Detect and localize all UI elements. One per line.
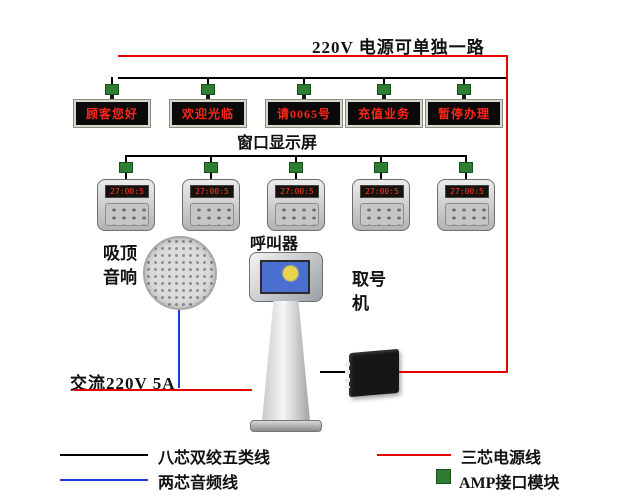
display-stub-line xyxy=(463,77,465,85)
power-module xyxy=(345,348,399,398)
ceiling-speaker xyxy=(143,236,217,310)
connector-pin-icon xyxy=(462,95,466,101)
caller-screen: 27:00:5 xyxy=(190,185,234,198)
amp-connector-icon xyxy=(201,84,215,95)
legend-cat5-label: 八芯双绞五类线 xyxy=(158,450,271,467)
caller-terminal: 27:00:5 xyxy=(182,179,240,231)
legend-amp-label: AMP接口模块 xyxy=(459,475,560,492)
caller-terminal: 27:00:5 xyxy=(97,179,155,231)
display-stub-line xyxy=(303,77,305,85)
window-led-display: 充值业务 xyxy=(346,100,422,127)
amp-connector-icon xyxy=(459,162,473,173)
led-text: 充值业务 xyxy=(357,107,410,121)
amp-connector-icon xyxy=(105,84,119,95)
caller-keypad xyxy=(275,203,319,226)
led-text: 顾客您好 xyxy=(85,107,138,121)
module-power-line xyxy=(399,371,508,373)
amp-connector-icon xyxy=(204,162,218,173)
display-data-bus-line xyxy=(118,77,508,79)
amp-connector-icon xyxy=(457,84,471,95)
module-pins-icon xyxy=(345,362,350,389)
top-power-caption: 220V 电源可单独一路 xyxy=(312,38,485,57)
kiosk-module-line xyxy=(320,371,350,373)
amp-connector-icon xyxy=(374,162,388,173)
ac-power-line xyxy=(74,389,252,391)
caller-keypad xyxy=(445,203,489,226)
amp-connector-icon xyxy=(297,84,311,95)
ac-power-caption: 交流220V 5A xyxy=(70,374,176,393)
connector-pin-icon xyxy=(302,95,306,101)
led-text: 暂停办理 xyxy=(437,107,490,121)
caller-row-caption: 呼叫器 xyxy=(250,236,299,253)
caller-keypad xyxy=(360,203,404,226)
legend-power-line xyxy=(377,454,451,456)
legend-cat5-line xyxy=(60,454,148,456)
kiosk-caption: 取号 机 xyxy=(352,270,386,313)
connector-pin-icon xyxy=(206,95,210,101)
amp-connector-icon xyxy=(289,162,303,173)
caller-screen: 27:00:5 xyxy=(445,185,489,198)
speaker-caption: 吸顶 音响 xyxy=(103,244,137,287)
legend-power-label: 三芯电源线 xyxy=(461,450,542,467)
caller-screen: 27:00:5 xyxy=(105,185,149,198)
kiosk-screen xyxy=(260,260,310,294)
connector-pin-icon xyxy=(110,95,114,101)
display-stub-line xyxy=(207,77,209,85)
caller-terminal: 27:00:5 xyxy=(437,179,495,231)
amp-connector-icon xyxy=(377,84,391,95)
top-power-bus-line xyxy=(118,55,508,57)
led-text: 请0065号 xyxy=(276,107,331,121)
led-text: 欢迎光临 xyxy=(181,107,234,121)
amp-connector-icon xyxy=(119,162,133,173)
caller-keypad xyxy=(105,203,149,226)
kiosk-body xyxy=(262,301,310,421)
legend-audio-line xyxy=(60,479,148,481)
kiosk-base xyxy=(250,420,322,432)
window-led-display: 暂停办理 xyxy=(426,100,502,127)
display-row-caption: 窗口显示屏 xyxy=(237,135,318,152)
legend-amp-swatch-icon xyxy=(436,469,451,484)
caller-screen: 27:00:5 xyxy=(360,185,404,198)
kiosk-head xyxy=(249,252,323,302)
window-led-display: 请0065号 xyxy=(266,100,342,127)
caller-screen: 27:00:5 xyxy=(275,185,319,198)
display-stub-line xyxy=(383,77,385,85)
caller-terminal: 27:00:5 xyxy=(267,179,325,231)
window-led-display: 欢迎光临 xyxy=(170,100,246,127)
window-led-display: 顾客您好 xyxy=(74,100,150,127)
legend-audio-label: 两芯音频线 xyxy=(158,475,239,492)
audio-cable-line xyxy=(178,310,180,388)
right-power-drop-line xyxy=(506,55,508,372)
caller-terminal: 27:00:5 xyxy=(352,179,410,231)
caller-keypad xyxy=(190,203,234,226)
display-stub-line xyxy=(111,77,113,85)
connector-pin-icon xyxy=(382,95,386,101)
